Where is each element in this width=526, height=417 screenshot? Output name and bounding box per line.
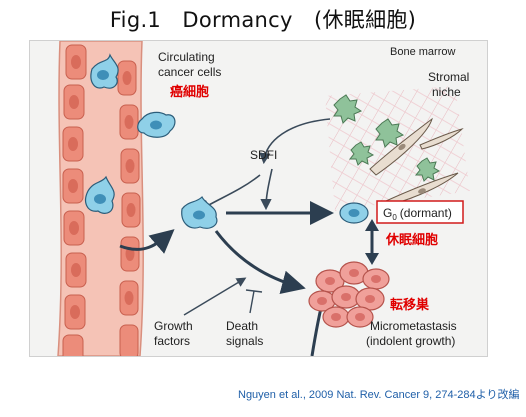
bone-marrow-label: Bone marrow (390, 46, 455, 58)
dormant-cell (339, 202, 369, 224)
citation: Nguyen et al., 2009 Nat. Rev. Cancer 9, … (238, 389, 520, 401)
circulating-label-line1: Circulating (158, 50, 215, 64)
g0-subscript: 0 (392, 213, 397, 222)
sdf1-label: SDFI (250, 148, 277, 162)
metastasis-jp-label: 転移巣 (390, 297, 430, 312)
figure-title: Fig.1 Dormancy (休眠細胞) (109, 8, 417, 32)
signal-arrows (183, 277, 263, 316)
migrating-cancer-cell (181, 195, 218, 229)
growth-label-line1: Growth (154, 319, 193, 333)
cancer-cell-jp-label: 癌細胞 (170, 84, 209, 99)
g0-dormant-box (376, 200, 464, 224)
stromal-label-line2: niche (432, 85, 461, 99)
dormant-jp-label: 休眠細胞 (385, 232, 438, 247)
micrometastasis-cluster (308, 261, 390, 328)
g0-symbol: G (383, 206, 392, 220)
circulating-cancer-cell (85, 175, 115, 214)
flow-arrows (119, 201, 334, 356)
circulating-label-line2: cancer cells (158, 65, 221, 79)
bidirectional-arrow (365, 219, 379, 265)
circulating-cancer-cell (90, 53, 119, 89)
micrometastasis-label-line1: Micrometastasis (370, 319, 457, 333)
g0-dormant-label: (dormant) (400, 206, 452, 220)
dormancy-diagram: Bone marrow Circulating cancer cells 癌細胞… (29, 40, 488, 357)
stromal-label-line1: Stromal (428, 70, 469, 84)
death-label-line1: Death (226, 319, 258, 333)
svg-text:G0(dormant): G0(dormant) (383, 206, 452, 222)
extravasating-cancer-cell (137, 111, 176, 138)
stromal-niche (325, 86, 470, 211)
growth-label-line2: factors (154, 334, 190, 348)
diagram-svg: Bone marrow Circulating cancer cells 癌細胞… (57, 41, 470, 356)
micrometastasis-label-line2: (indolent growth) (366, 334, 455, 348)
sdf1-arrows (199, 118, 331, 211)
death-label-line2: signals (226, 334, 263, 348)
